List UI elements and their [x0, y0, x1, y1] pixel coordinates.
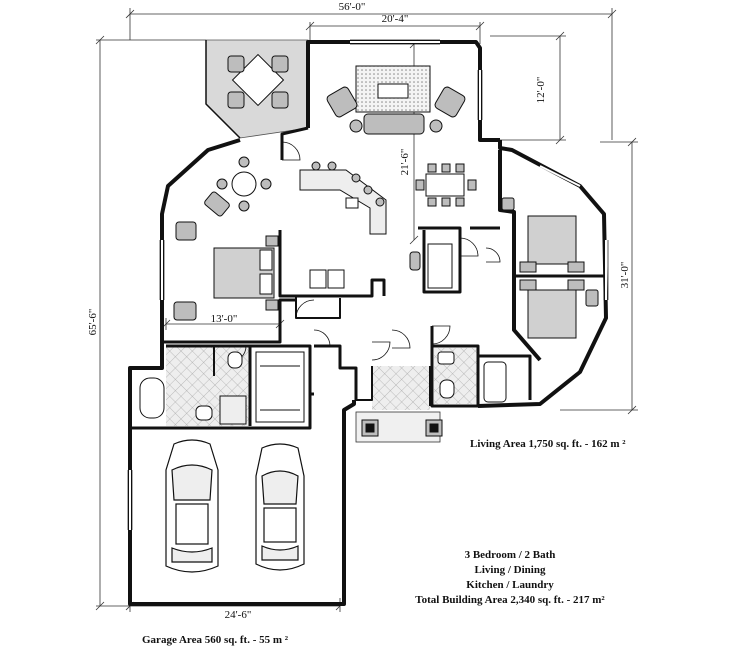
garage-car-left	[165, 439, 219, 573]
master-toilet	[227, 351, 243, 369]
furniture	[139, 53, 599, 437]
breakfast-table	[231, 171, 257, 197]
dim-living-width: 20'-4"	[382, 13, 409, 25]
dim-bedroom-width: 13'-0"	[211, 313, 238, 325]
summary-block: 3 Bedroom / 2 Bath Living / Dining Kitch…	[410, 548, 610, 608]
garage-area-label: Garage Area 560 sq. ft. - 55 m ²	[142, 634, 289, 646]
summary-kitchen-laundry: Kitchen / Laundry	[466, 579, 554, 591]
dim-overall-width: 56'-0"	[339, 1, 366, 13]
kitchen-counter	[299, 169, 387, 235]
summary-bed-bath: 3 Bedroom / 2 Bath	[464, 549, 556, 561]
bed-3	[527, 289, 577, 339]
bathtub	[139, 377, 165, 419]
dryer	[327, 269, 345, 289]
summary-living-dining: Living / Dining	[474, 564, 546, 576]
dim-garage-width: 24'-6"	[225, 609, 252, 621]
bath2-tub	[483, 361, 507, 403]
walls	[128, 40, 608, 606]
foyer-tile	[372, 366, 430, 410]
dim-central-depth: 21'-6"	[399, 149, 411, 176]
dim-living-depth: 12'-0"	[535, 77, 547, 104]
dining-table	[425, 173, 465, 197]
bath2-toilet	[439, 379, 455, 399]
patio-table	[227, 53, 289, 109]
summary-total-area: Total Building Area 2,340 sq. ft. - 217 …	[415, 594, 605, 606]
window-frames	[127, 39, 609, 530]
dim-overall-depth: 65'-6"	[87, 309, 99, 336]
doors	[229, 141, 515, 363]
garage-car-right	[255, 443, 305, 571]
washer	[309, 269, 327, 289]
living-area-label: Living Area 1,750 sq. ft. - 162 m ²	[470, 438, 626, 450]
sofa	[363, 113, 425, 135]
dim-right-wing-depth: 31'-0"	[619, 262, 631, 289]
bed-2	[527, 215, 577, 265]
walk-in-closet	[255, 351, 305, 423]
windows	[129, 41, 607, 530]
